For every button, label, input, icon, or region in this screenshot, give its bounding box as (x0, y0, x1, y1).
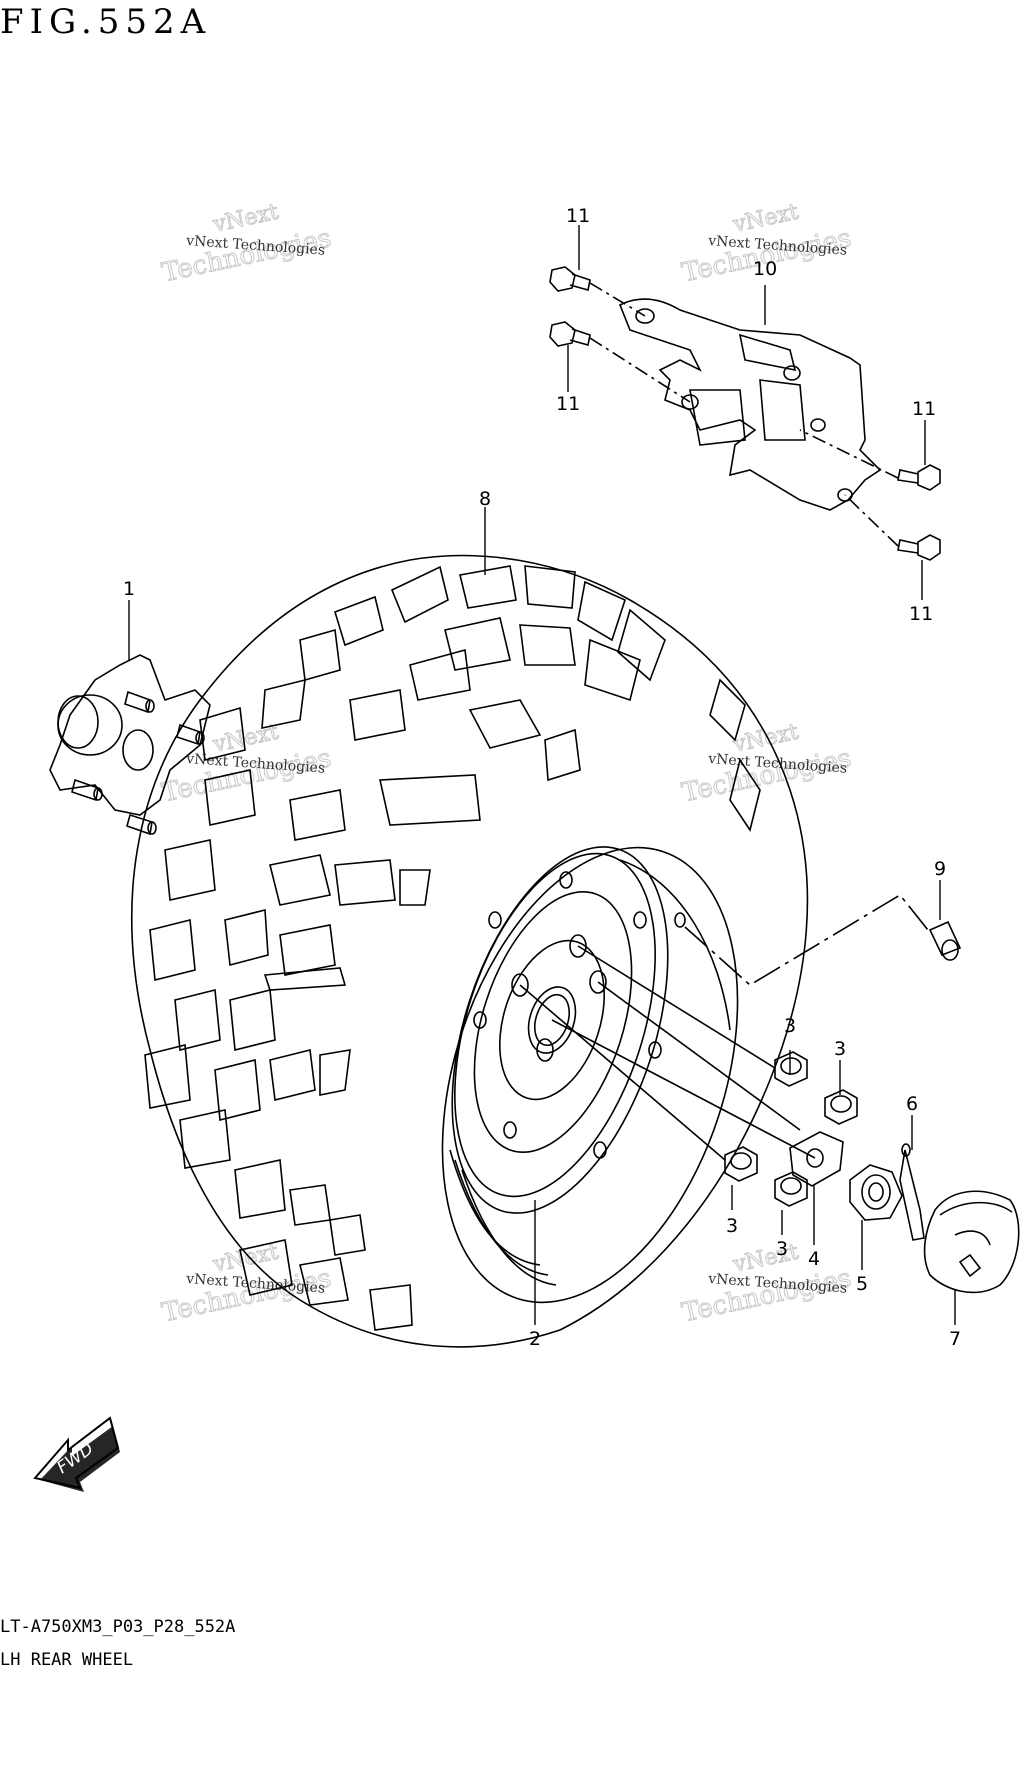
hub-cap-part-7 (923, 1190, 1020, 1294)
lug-hole (569, 934, 587, 958)
rim-rivets (473, 871, 686, 1159)
callout-11-right-lower: 11 (909, 603, 933, 625)
rim-lip (619, 859, 731, 1031)
hub-stud (71, 690, 205, 836)
bracket-part-10 (618, 298, 882, 511)
rim-inner-ring (473, 890, 633, 1154)
bracket-hole (635, 308, 655, 324)
hub-boss-face (57, 695, 99, 749)
rim-center-bore (527, 986, 577, 1054)
bracket-hole (681, 394, 699, 410)
watermark-vnext: vNext (210, 720, 281, 758)
bracket-hole (783, 365, 801, 381)
tread-blocks (144, 565, 761, 1331)
cotter-pin-part-6 (899, 1143, 925, 1241)
callout-3-upper-right: 3 (834, 1038, 846, 1060)
bracket-body (618, 298, 882, 511)
callout-leaders (128, 225, 956, 1325)
wheel-hub-part-1 (49, 654, 211, 836)
bracket-hole (837, 488, 853, 502)
callout-11-mid-left: 11 (556, 393, 580, 415)
hub-spline (122, 729, 154, 771)
figure-caption: LH REAR WHEEL (0, 1650, 134, 1670)
bolt-leader (589, 282, 646, 317)
callout-7: 7 (949, 1328, 961, 1350)
figure-title: FIG.552A (0, 2, 212, 42)
callout-10: 10 (753, 258, 777, 280)
watermark-vnext: vNext (730, 200, 801, 238)
rim-hub-ring (498, 939, 606, 1101)
watermark-technologies: Technologies (159, 743, 334, 808)
callout-5: 5 (856, 1273, 868, 1295)
lug-hole (536, 1038, 554, 1062)
rim-lip (461, 1169, 557, 1286)
rim-face (454, 852, 656, 1198)
callout-1: 1 (123, 578, 135, 600)
washer-part-4 (789, 1131, 844, 1187)
tire-part-8 (131, 554, 809, 1348)
fwd-arrow-icon: FWD (33, 1416, 120, 1492)
model-code: LT-A750XM3_P03_P28_552A (0, 1617, 236, 1637)
bolt-leader (844, 494, 899, 547)
bracket-hole (810, 418, 826, 432)
callout-11-top-left: 11 (566, 205, 590, 227)
nut-leader (597, 981, 801, 1131)
callout-3-lower-left: 3 (726, 1215, 738, 1237)
bolt-part-11 (549, 266, 941, 561)
watermark-vnext: vNext (730, 1240, 801, 1278)
lug-hole (511, 973, 529, 997)
callout-6: 6 (906, 1093, 918, 1115)
valve-leader (684, 893, 929, 986)
callout-3-lower-mid: 3 (776, 1238, 788, 1260)
callout-2: 2 (529, 1328, 541, 1350)
callout-11-right-upper: 11 (912, 398, 936, 420)
callout-4: 4 (808, 1248, 820, 1270)
watermark-technologies: Technologies (679, 1263, 854, 1328)
nut-leader (519, 984, 726, 1161)
valve-part-9 (684, 893, 962, 986)
watermark-vnext: vNext (730, 720, 801, 758)
callout-numbers: 1 8 11 11 10 11 11 9 2 3 3 3 3 4 5 6 7 (123, 205, 961, 1350)
callout-3-upper-left: 3 (784, 1015, 796, 1037)
hub-boss (57, 694, 123, 756)
castle-nut-part-5 (849, 1164, 903, 1221)
hub-flange (49, 654, 211, 816)
axle-center-leader (551, 1019, 816, 1159)
callout-8: 8 (479, 488, 491, 510)
watermark-technologies: Technologies (679, 743, 854, 808)
lug-hole (589, 970, 607, 994)
wheel-rim-part-2 (441, 846, 739, 1304)
nut-leader (577, 945, 776, 1069)
rim-outer (441, 846, 739, 1304)
bolt-leader (799, 429, 899, 479)
bolt-leader (589, 337, 691, 403)
nut-part-3 (519, 945, 858, 1207)
callout-9: 9 (934, 858, 946, 880)
tire-outline (131, 554, 809, 1348)
watermark-vnext: vNext (210, 200, 281, 238)
